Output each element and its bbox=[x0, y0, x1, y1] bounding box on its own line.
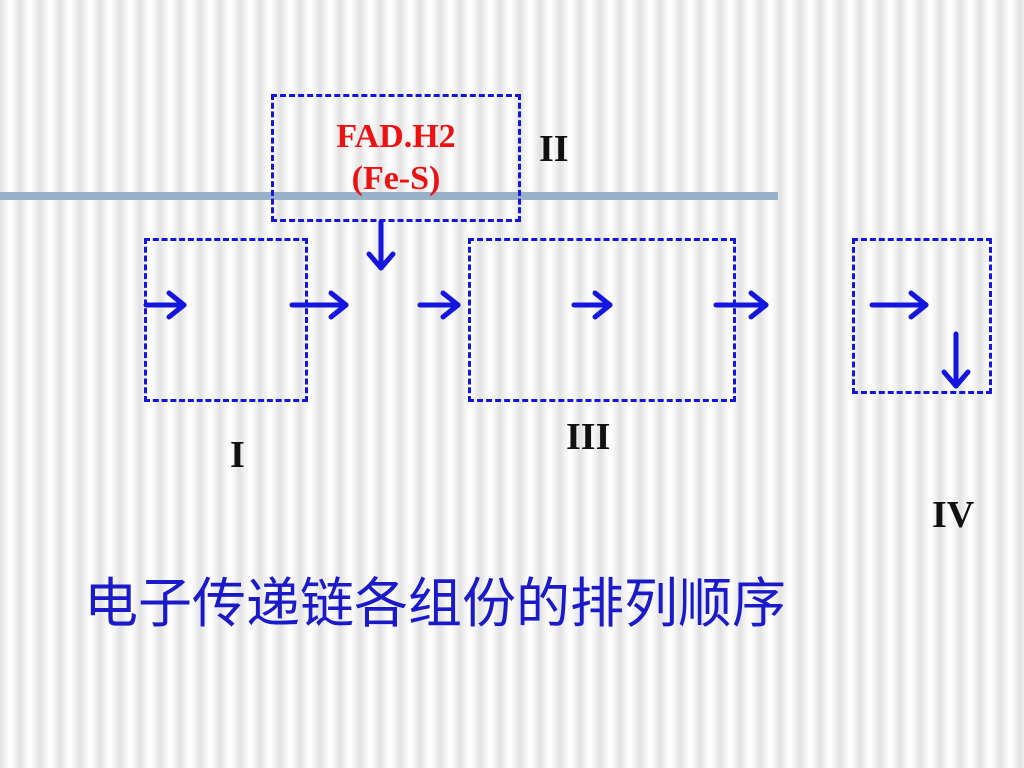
divider-line bbox=[0, 192, 778, 200]
arrow-right-6 bbox=[869, 290, 929, 320]
arrow-right-4 bbox=[571, 290, 613, 320]
fes-label: (Fe-S) bbox=[351, 160, 441, 197]
arrow-right-1 bbox=[143, 290, 187, 320]
complex-3-box bbox=[468, 238, 736, 402]
arrow-right-5 bbox=[713, 290, 769, 320]
label-complex-2: II bbox=[539, 128, 569, 170]
arrow-right-3 bbox=[417, 290, 461, 320]
complex-4-box bbox=[852, 238, 992, 394]
label-complex-4: IV bbox=[932, 494, 975, 536]
arrow-right-2 bbox=[289, 290, 349, 320]
caption-title: 电子传递链各组份的排列顺序 bbox=[84, 572, 786, 635]
label-complex-1: I bbox=[230, 434, 245, 476]
label-complex-3: III bbox=[566, 416, 611, 458]
complex-2-box: FAD.H2 (Fe-S) bbox=[271, 94, 521, 222]
arrow-down-complex-4 bbox=[941, 331, 971, 389]
complex-1-box bbox=[144, 238, 308, 402]
fad-label: FAD.H2 bbox=[336, 118, 456, 155]
arrow-down-fad bbox=[366, 219, 396, 271]
